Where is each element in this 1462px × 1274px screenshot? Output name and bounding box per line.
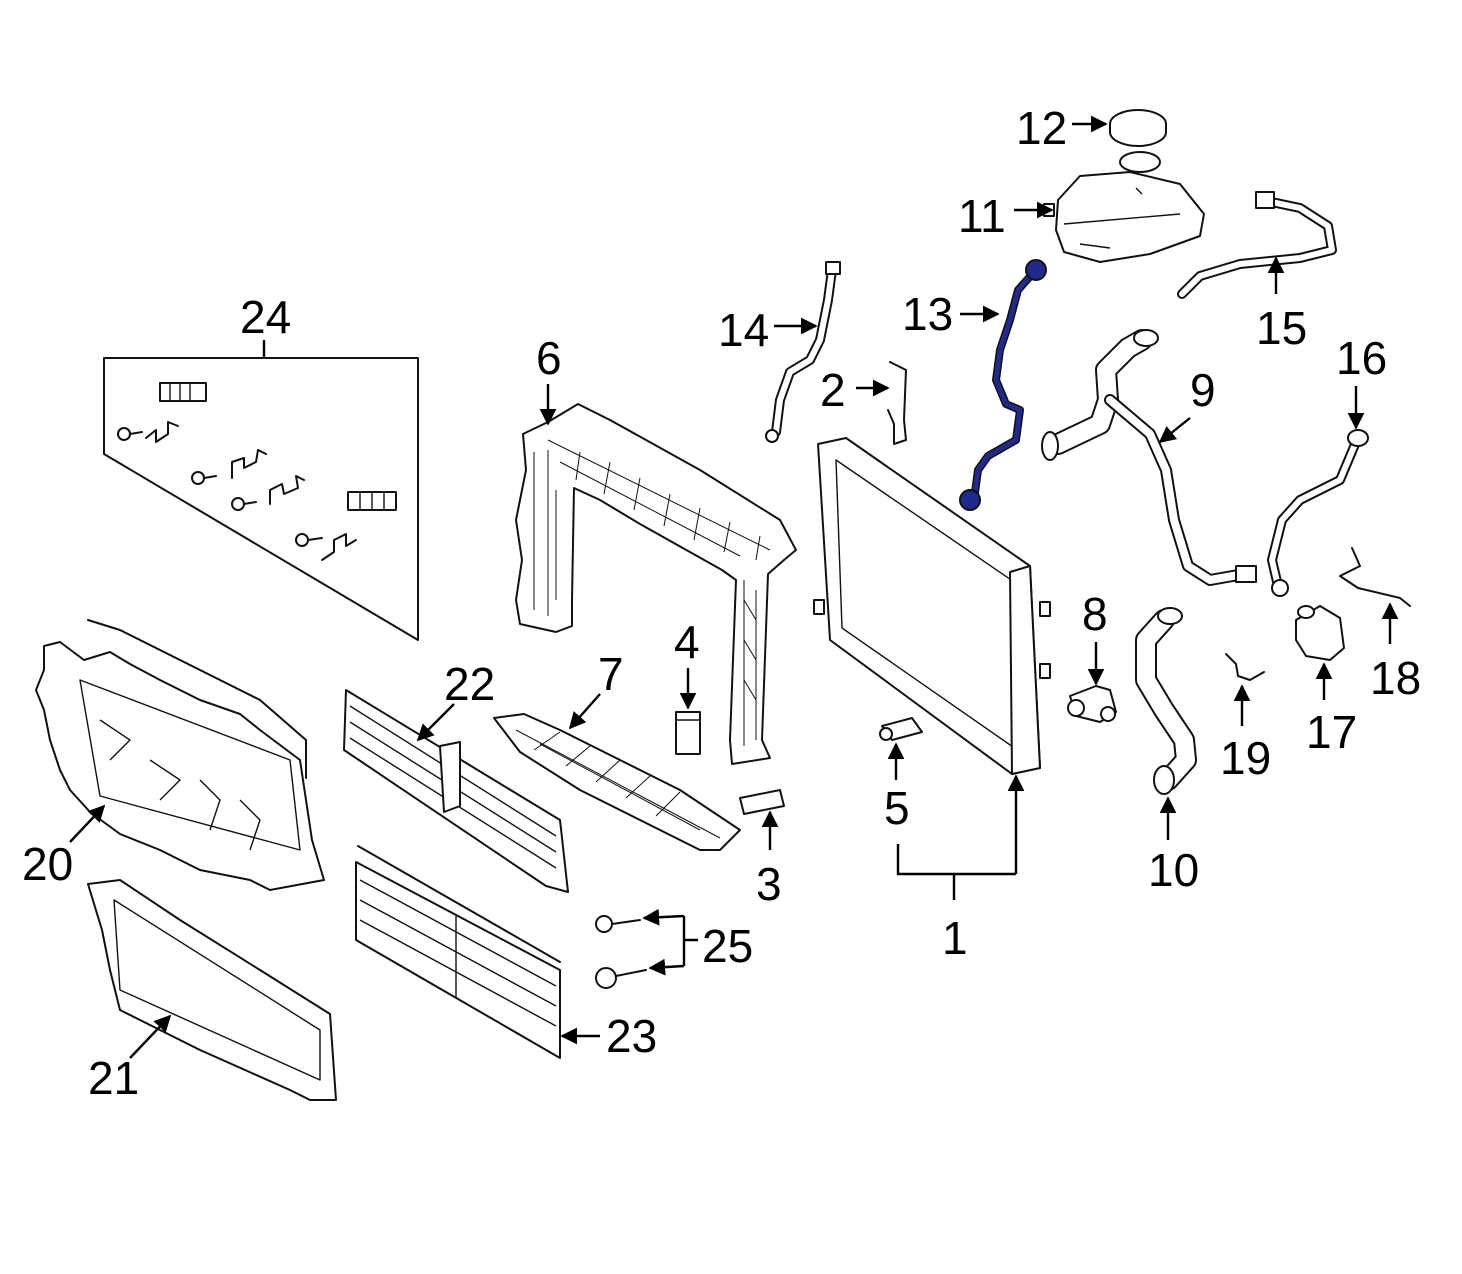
part-10-lower-hose[interactable]	[1135, 607, 1197, 795]
part-20-air-deflector[interactable]	[35, 619, 325, 891]
part-4-bracket[interactable]	[675, 711, 701, 755]
label-3: 3	[756, 810, 782, 910]
part-23-lower-shutter[interactable]	[355, 845, 561, 1059]
label-23: 23	[560, 1010, 657, 1062]
svg-text:14: 14	[718, 304, 769, 356]
label-6: 6	[536, 332, 562, 426]
label-24: 24	[240, 291, 291, 358]
label-10: 10	[1148, 796, 1199, 896]
part-2-bracket[interactable]	[887, 361, 907, 445]
label-13: 13	[902, 288, 1000, 340]
part-14-hose[interactable]	[765, 261, 841, 443]
bracket-icon	[145, 421, 357, 561]
part-3-clip[interactable]	[739, 789, 785, 815]
svg-text:6: 6	[536, 332, 562, 384]
svg-text:23: 23	[606, 1010, 657, 1062]
part-18-bracket[interactable]	[1339, 547, 1411, 607]
label-8: 8	[1082, 588, 1108, 686]
svg-text:9: 9	[1190, 364, 1216, 416]
label-19: 19	[1220, 684, 1271, 784]
part-8-housing[interactable]	[1067, 685, 1117, 723]
svg-text:5: 5	[884, 782, 910, 834]
part-22-upper-shutter[interactable]	[343, 689, 569, 893]
label-7: 7	[568, 648, 624, 730]
part-25-bolts[interactable]	[595, 915, 647, 989]
svg-text:3: 3	[756, 858, 782, 910]
label-11: 11	[958, 190, 1054, 242]
label-14: 14	[718, 304, 818, 356]
part-5-sensor[interactable]	[879, 717, 923, 741]
svg-text:2: 2	[820, 364, 846, 416]
label-21: 21	[88, 1014, 172, 1104]
svg-text:25: 25	[702, 920, 753, 972]
label-1: 1	[896, 774, 1025, 964]
label-4: 4	[674, 616, 700, 710]
label-17: 17	[1306, 662, 1357, 758]
part-24-hardware-kit[interactable]	[103, 357, 419, 641]
part-17-pump[interactable]	[1295, 605, 1345, 661]
svg-text:16: 16	[1336, 332, 1387, 384]
clip-icon	[159, 382, 397, 511]
svg-text:17: 17	[1306, 706, 1357, 758]
label-5: 5	[884, 742, 910, 834]
label-20: 20	[22, 804, 106, 890]
screw-icon	[117, 427, 323, 547]
svg-text:11: 11	[958, 190, 1006, 242]
svg-text:4: 4	[674, 616, 700, 668]
label-9: 9	[1158, 364, 1216, 444]
svg-text:8: 8	[1082, 588, 1108, 640]
label-15: 15	[1256, 256, 1307, 354]
label-22: 22	[416, 658, 495, 742]
part-21-lower-seal[interactable]	[87, 879, 337, 1101]
part-13-coolant-hose[interactable]	[959, 259, 1047, 511]
label-2: 2	[820, 364, 890, 416]
svg-text:20: 20	[22, 838, 73, 890]
svg-text:1: 1	[942, 912, 968, 964]
label-12: 12	[1016, 102, 1108, 154]
part-1-radiator[interactable]	[813, 437, 1051, 775]
svg-text:19: 19	[1220, 732, 1271, 784]
label-18: 18	[1370, 602, 1421, 704]
part-6-radiator-support[interactable]	[515, 403, 797, 765]
label-16: 16	[1336, 332, 1387, 430]
part-16-hose[interactable]	[1267, 429, 1369, 597]
label-25: 25	[642, 908, 753, 976]
part-11-expansion-tank[interactable]	[1043, 151, 1205, 263]
svg-text:22: 22	[444, 658, 495, 710]
svg-text:12: 12	[1016, 102, 1067, 154]
part-7-lower-grille[interactable]	[493, 713, 741, 851]
svg-text:21: 21	[88, 1052, 139, 1104]
part-19-clip[interactable]	[1225, 653, 1265, 681]
svg-text:24: 24	[240, 291, 291, 343]
part-12-cap[interactable]	[1109, 109, 1167, 147]
svg-text:18: 18	[1370, 652, 1421, 704]
svg-text:13: 13	[902, 288, 953, 340]
svg-text:7: 7	[598, 648, 624, 700]
part-9-hose[interactable]	[1041, 329, 1257, 586]
svg-text:10: 10	[1148, 844, 1199, 896]
part-15-hose[interactable]	[1177, 191, 1337, 299]
svg-text:15: 15	[1256, 302, 1307, 354]
